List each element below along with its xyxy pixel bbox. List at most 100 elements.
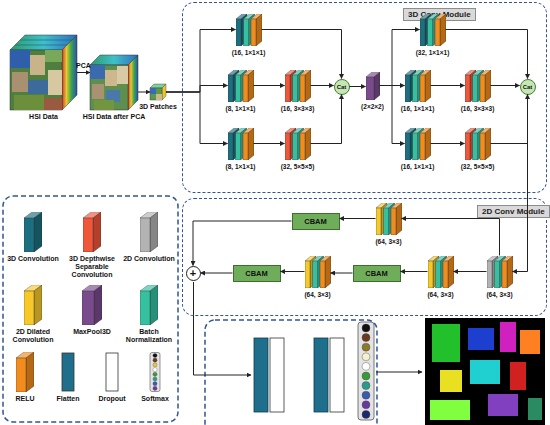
slab-face xyxy=(94,285,102,325)
legend-text: 3D Depthwise Separable Convolution xyxy=(63,255,121,279)
slab-face xyxy=(412,133,417,160)
connector xyxy=(311,85,334,86)
classifier-head xyxy=(194,282,423,425)
slab-face xyxy=(251,19,256,46)
layer-stack: (64, 3×3) xyxy=(428,256,454,288)
slab-face xyxy=(285,133,290,160)
cbam-box: CBAM xyxy=(292,213,340,230)
slab-face xyxy=(480,133,485,160)
cube-side xyxy=(162,84,166,100)
slab-face xyxy=(320,261,325,288)
flatten-layer xyxy=(254,338,268,412)
slab-shade xyxy=(248,128,254,160)
concat-label: Cat xyxy=(523,84,533,90)
pca-cube xyxy=(90,55,138,110)
connector xyxy=(77,72,90,73)
slab-face xyxy=(248,128,254,160)
connector xyxy=(513,95,528,272)
map-region xyxy=(520,330,540,354)
softmax-unit xyxy=(362,372,370,380)
slab-face xyxy=(140,218,150,252)
slab-face xyxy=(300,133,305,160)
softmax-column xyxy=(358,322,374,420)
map-region xyxy=(500,322,516,352)
slab-face xyxy=(300,75,305,102)
layer-slabs xyxy=(428,256,454,288)
slab-face xyxy=(502,261,507,288)
slab-face xyxy=(405,75,410,102)
map-region xyxy=(510,362,526,390)
layer-slabs xyxy=(305,256,331,288)
connector xyxy=(431,143,465,144)
module-frame: 2D Conv Module(64, 3×3)CBAM+CBAM(64, 3×3… xyxy=(182,198,547,316)
cbam-box: CBAM xyxy=(233,265,281,282)
legend-text: RELU xyxy=(3,395,47,403)
connector xyxy=(431,85,465,86)
swatch-dot xyxy=(153,353,157,357)
connector xyxy=(166,92,228,144)
slab-shade xyxy=(485,70,491,102)
slab-face xyxy=(292,75,297,102)
legend-item: RELU xyxy=(3,352,47,403)
slab-shade xyxy=(26,352,34,392)
legend-text: Flatten xyxy=(46,395,90,403)
connector xyxy=(193,221,292,266)
legend-item: 2D Convolution xyxy=(121,212,177,263)
layer-slabs xyxy=(376,203,402,235)
sum-symbol: + xyxy=(190,268,196,279)
slab-face xyxy=(34,285,42,325)
slab-face xyxy=(480,75,485,102)
image-patch xyxy=(10,50,30,68)
swatch-dot xyxy=(153,382,157,386)
slab-shade xyxy=(440,14,446,46)
softmax-unit xyxy=(362,334,370,342)
slab-face xyxy=(427,19,432,46)
image-patch xyxy=(92,84,104,99)
patch-cube xyxy=(150,84,166,100)
slab-face xyxy=(292,133,297,160)
slab-face xyxy=(228,133,233,160)
swatch-bar xyxy=(62,353,74,391)
legend-text: Dropout xyxy=(90,395,134,403)
cbam-box: CBAM xyxy=(353,265,401,282)
slab-shade xyxy=(150,212,158,252)
layer-stack: (16, 1×1×1) xyxy=(405,70,431,102)
slab-shade xyxy=(425,128,431,160)
image-patch xyxy=(150,88,156,94)
image-patch xyxy=(156,94,162,100)
map-region xyxy=(440,370,462,392)
softmax-unit xyxy=(362,391,370,399)
layer-label: (32, 5×5×5) xyxy=(461,163,495,170)
softmax-unit xyxy=(362,353,370,361)
layer-label: (64, 3×3) xyxy=(427,291,453,298)
slab-face xyxy=(485,128,491,160)
connector xyxy=(491,95,528,144)
slab-face xyxy=(285,75,290,102)
softmax-unit xyxy=(362,324,370,332)
layer-slabs xyxy=(465,70,491,102)
maxpool-layer: (2×2×2) xyxy=(366,72,380,100)
connector xyxy=(454,271,487,272)
slab-face xyxy=(391,208,396,235)
slab-shade xyxy=(305,70,311,102)
slab-face xyxy=(405,133,410,160)
layer-label: (16, 3×3×3) xyxy=(281,105,315,112)
classification-map xyxy=(425,318,545,425)
slab-face xyxy=(448,256,454,288)
layer-label: (16, 1×1×1) xyxy=(401,163,435,170)
layer-label: (8, 1×1×1) xyxy=(226,105,256,112)
connector xyxy=(401,271,428,272)
legend-swatch xyxy=(83,212,101,252)
slab-face xyxy=(435,19,440,46)
slab-face xyxy=(494,261,499,288)
edge-label: PCA xyxy=(69,62,99,69)
band-line xyxy=(15,45,67,46)
slab-face xyxy=(507,256,513,288)
legend-item: 3D Convolution xyxy=(4,212,62,263)
slab-shade xyxy=(448,256,454,288)
cbam-label: CBAM xyxy=(304,217,327,226)
cube-side xyxy=(62,35,77,110)
layer-stack: (16, 3×3×3) xyxy=(285,70,311,102)
connector xyxy=(491,85,520,86)
slab-face xyxy=(420,133,425,160)
